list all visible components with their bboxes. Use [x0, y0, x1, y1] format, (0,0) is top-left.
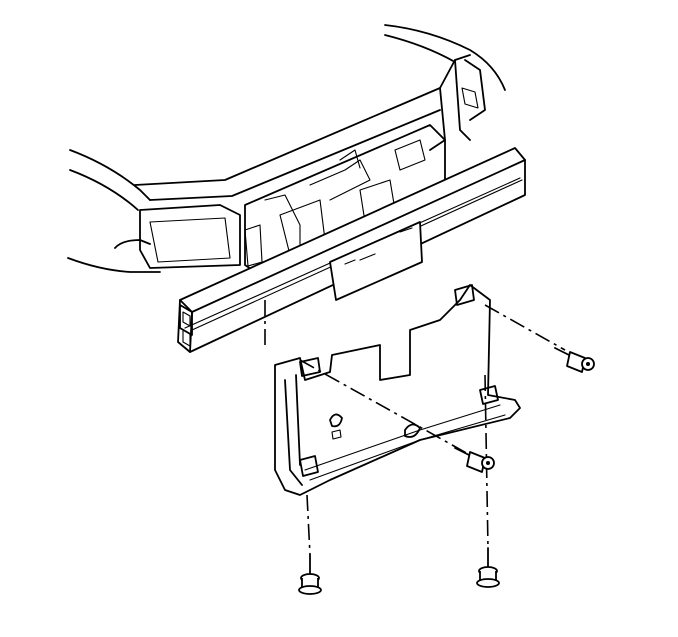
push-pin-retainer-upper-right: [554, 347, 595, 373]
vehicle-body-upper: [67, 24, 506, 276]
bolt-lower-right: [476, 547, 500, 588]
bolt-lower-left: [298, 554, 322, 595]
installation-axis-lines: [264, 300, 566, 556]
push-pin-retainer-center: [454, 447, 495, 473]
air-deflector-panel: [274, 284, 521, 496]
